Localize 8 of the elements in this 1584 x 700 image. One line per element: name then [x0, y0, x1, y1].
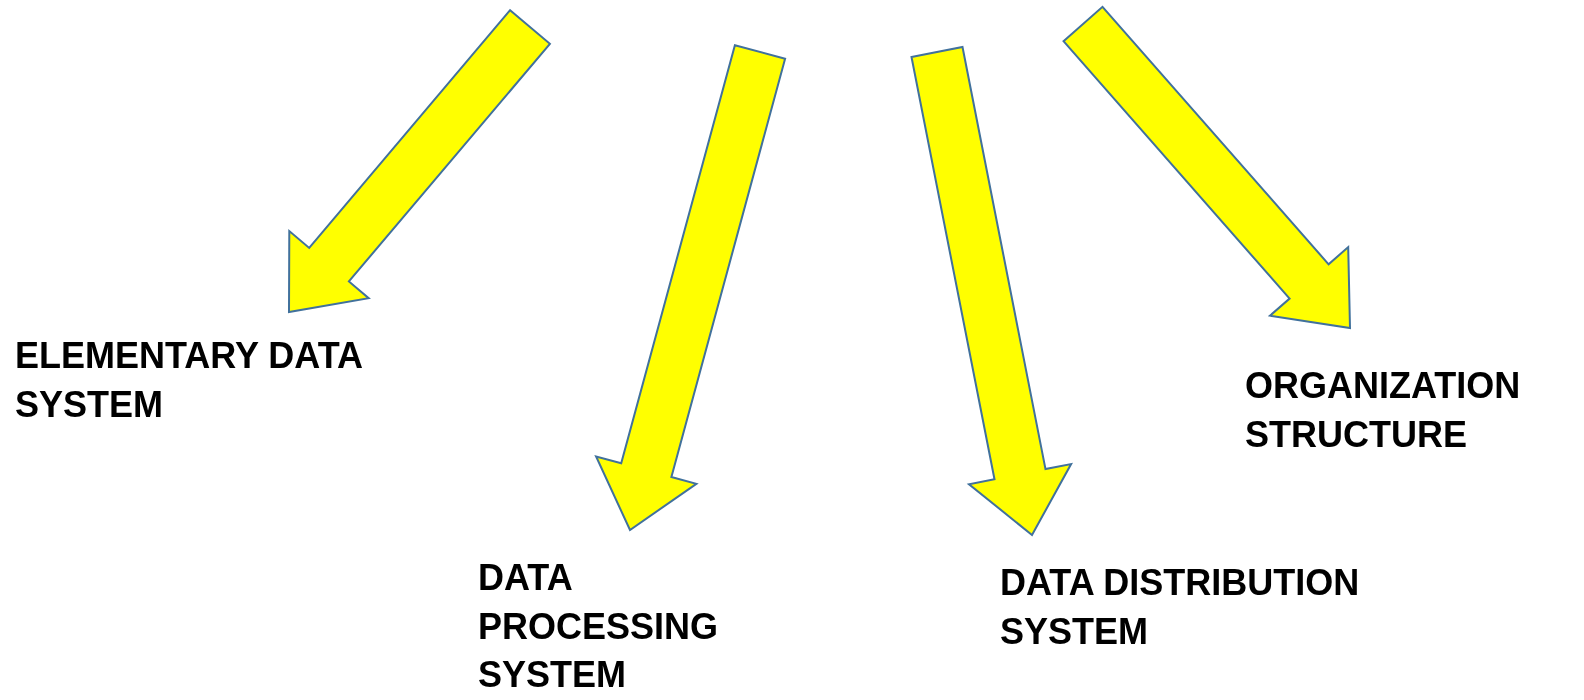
node-label: ELEMENTARY DATA SYSTEM	[15, 334, 363, 427]
node-label: ORGANIZATION STRUCTURE	[1245, 364, 1522, 457]
node-label: DATA PROCESSING SYSTEM	[478, 556, 720, 698]
block-arrow	[910, 45, 1073, 537]
block-arrow	[594, 43, 787, 532]
node-label: DATA DISTRIBUTION SYSTEM	[1000, 561, 1361, 654]
block-arrow	[1062, 5, 1352, 330]
block-arrow	[288, 8, 552, 314]
